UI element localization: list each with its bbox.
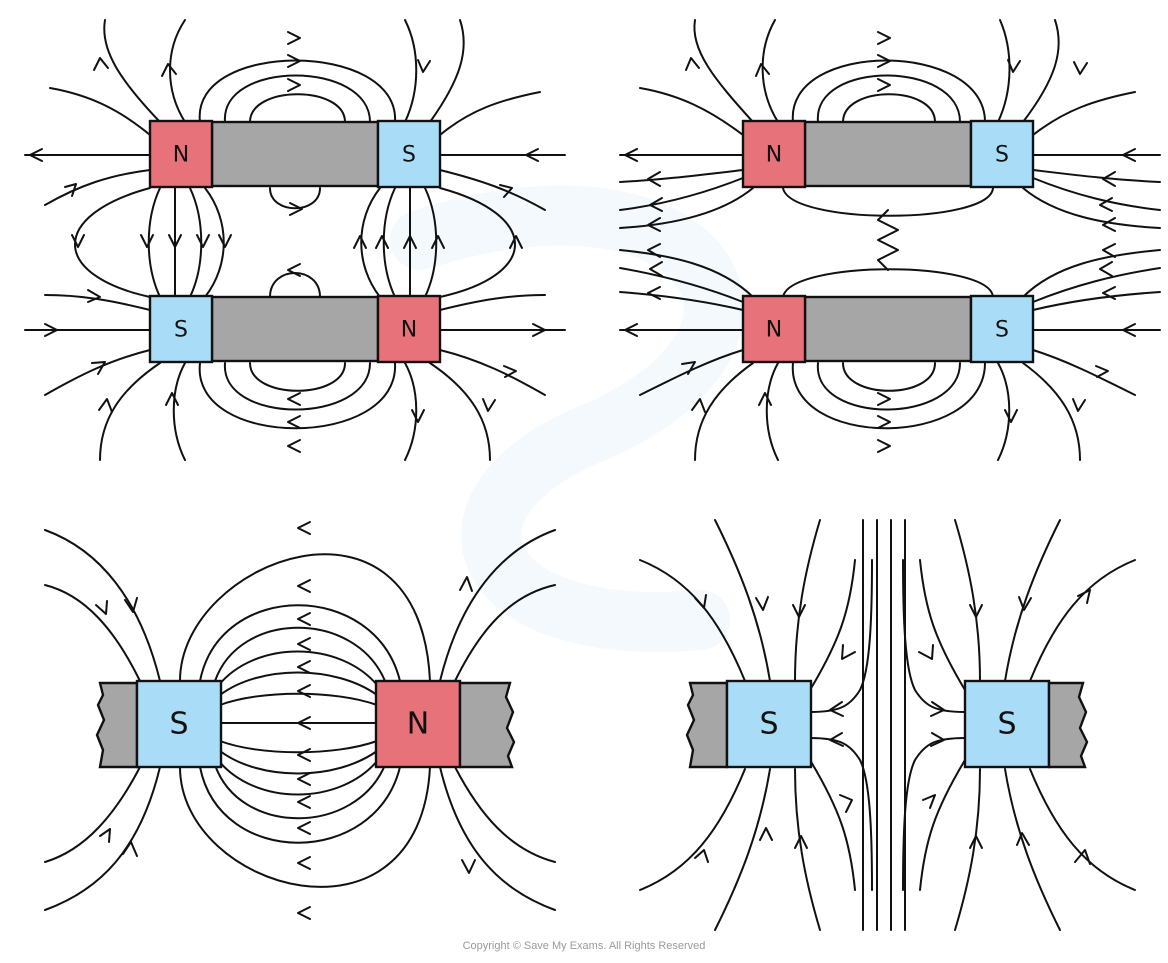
pole-south [969,119,1035,189]
pole-label: S [174,318,188,343]
pole-south [725,679,813,769]
magnet-right: S [963,679,1089,769]
broken-bar-end [95,681,139,769]
panel-like-poles-repel: S S [639,519,1136,931]
pole-label: S [759,707,778,742]
broken-bar-end [458,681,516,769]
pole-north [148,119,214,189]
field-lines [24,19,566,461]
pole-label: S [402,143,416,168]
pole-label: N [766,143,782,168]
field-lines [639,519,1136,931]
pole-label: N [173,143,189,168]
pole-label: S [169,707,188,742]
panel-attracting-opposite-bars: N S S N [24,19,566,461]
magnet-top: N S [148,119,442,189]
pole-south [135,679,223,769]
magnet-right: N [374,679,516,769]
magnet-left: S [95,679,223,769]
pole-label: N [401,318,417,343]
pole-north [741,119,807,189]
pole-south [963,679,1051,769]
magnet-bottom: N S [741,294,1035,364]
magnet-bottom: S N [148,294,442,364]
field-lines [44,521,556,920]
magnet-left: S [685,679,813,769]
panel-repelling-same-bars: N S N S [619,19,1161,461]
pole-south [148,294,214,364]
broken-bar-end [1047,681,1089,769]
pole-south [376,119,442,189]
watermark-logo [390,185,744,652]
pole-label: S [995,143,1009,168]
broken-bar-end [685,681,729,769]
pole-label: S [997,707,1016,742]
copyright-notice: Copyright © Save My Exams. All Rights Re… [462,940,706,952]
field-lines [619,19,1161,461]
pole-north [741,294,807,364]
pole-label: N [766,318,782,343]
panel-opposite-poles-attract: S N [44,521,556,920]
pole-north [376,294,442,364]
pole-label: N [407,707,429,742]
pole-label: S [995,318,1009,343]
magnet-top: N S [741,119,1035,189]
pole-south [969,294,1035,364]
pole-north [374,679,462,769]
